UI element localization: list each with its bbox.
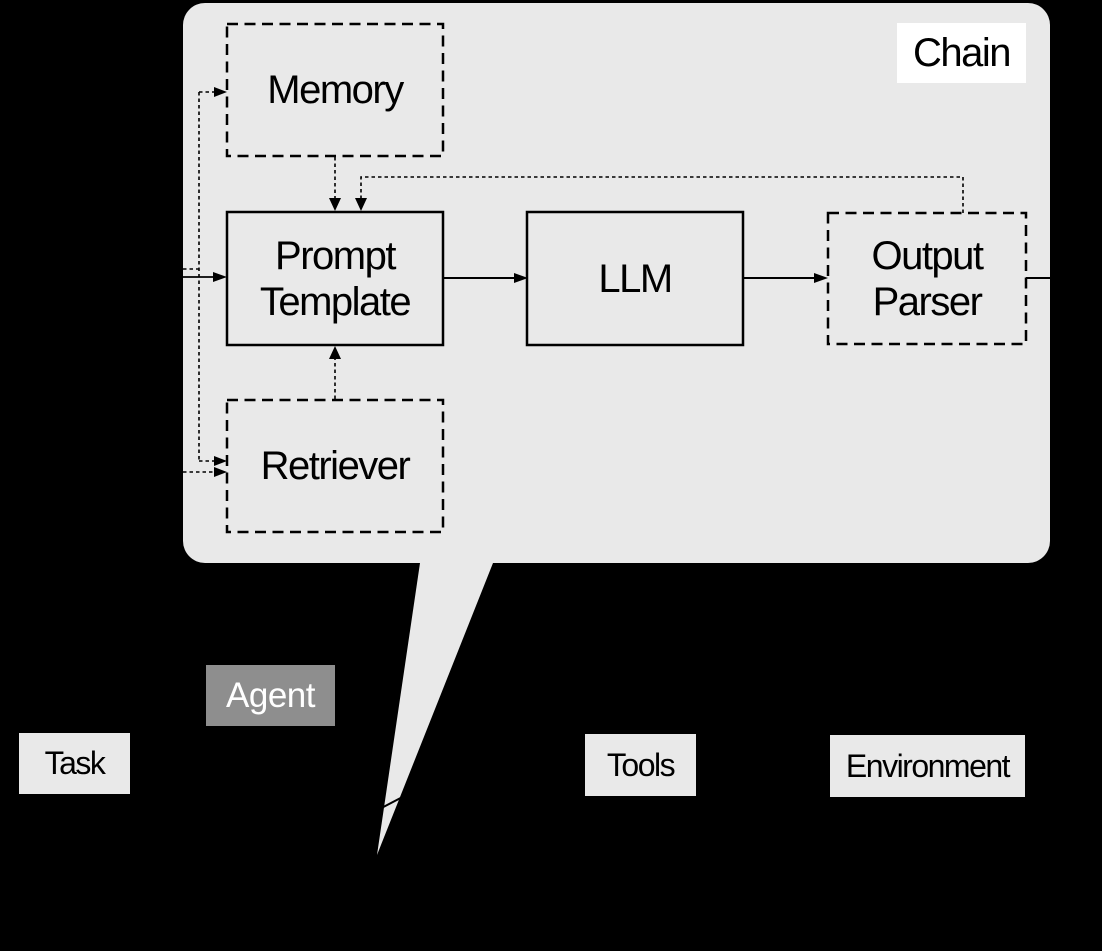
- agent-box: Agent: [206, 665, 335, 726]
- retriever-label: Retriever: [260, 444, 411, 488]
- memory-label: Memory: [267, 68, 404, 112]
- crossing-line: [371, 791, 413, 814]
- prompt-template-label: Prompt Template: [259, 233, 412, 324]
- output-parser-label: Output Parser: [871, 233, 984, 324]
- chain-callout-tail: [377, 563, 493, 855]
- environment-box: Environment: [830, 735, 1025, 797]
- llm-label: LLM: [598, 256, 673, 301]
- task-box: Task: [19, 733, 130, 794]
- chain-title: Chain: [897, 23, 1026, 83]
- tools-box: Tools: [585, 734, 696, 796]
